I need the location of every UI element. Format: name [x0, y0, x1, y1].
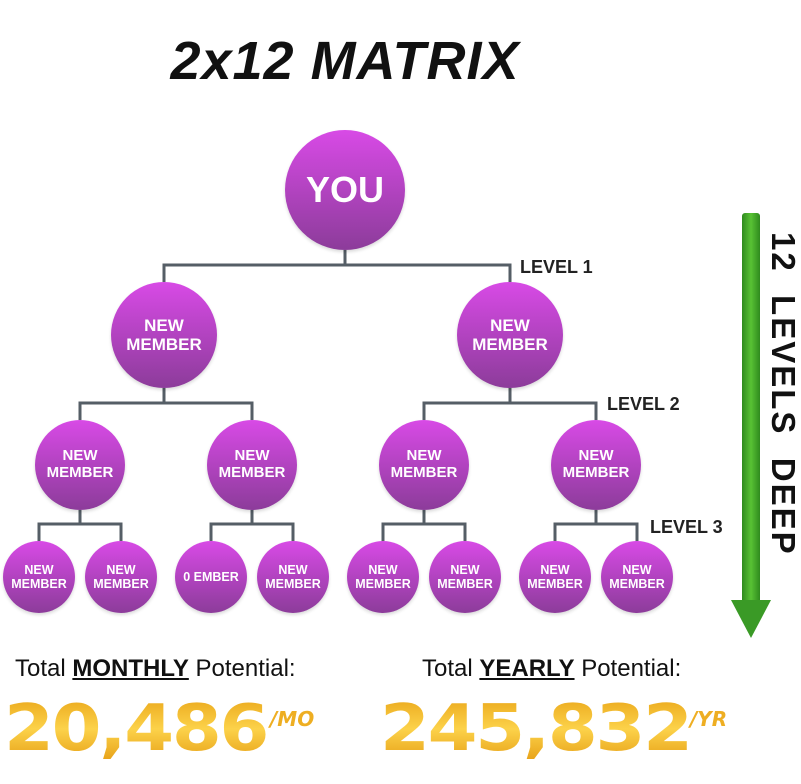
- level-2-label: LEVEL 2: [607, 394, 680, 414]
- yearly-value: 245,832: [380, 692, 693, 766]
- node-level3: NEW MEMBER: [429, 541, 501, 613]
- yearly-suffix: Potential:: [574, 655, 682, 682]
- monthly-value: 20,486: [4, 692, 269, 766]
- monthly-potential-label: Total MONTHLY Potential:: [15, 655, 296, 683]
- node-level2: NEW MEMBER: [551, 420, 641, 510]
- node-level1: NEW MEMBER: [457, 282, 563, 388]
- yearly-emph: YEARLY: [479, 655, 575, 682]
- monthly-prefix: Total: [15, 655, 73, 682]
- node-level3: 0 EMBER: [175, 541, 247, 613]
- depth-label: 12 LEVELS DEEP: [765, 232, 801, 556]
- monthly-unit: /MO: [270, 707, 315, 731]
- down-arrow-icon: [731, 213, 771, 638]
- node-level2: NEW MEMBER: [379, 420, 469, 510]
- monthly-emph: MONTHLY: [72, 655, 189, 682]
- monthly-suffix: Potential:: [188, 655, 296, 682]
- node-level2: NEW MEMBER: [207, 420, 297, 510]
- node-level2: NEW MEMBER: [35, 420, 125, 510]
- yearly-unit: /YR: [690, 707, 728, 731]
- node-level3: NEW MEMBER: [347, 541, 419, 613]
- node-level3: NEW MEMBER: [257, 541, 329, 613]
- page-title: 2x12 MATRIX: [170, 31, 520, 91]
- node-level1: NEW MEMBER: [111, 282, 217, 388]
- node-level3: NEW MEMBER: [601, 541, 673, 613]
- yearly-prefix: Total: [422, 655, 480, 682]
- yearly-potential-label: Total YEARLY Potential:: [422, 655, 681, 683]
- node-you: YOU: [285, 130, 405, 250]
- node-level3: NEW MEMBER: [3, 541, 75, 613]
- level-3-label: LEVEL 3: [650, 517, 723, 537]
- node-level3: NEW MEMBER: [85, 541, 157, 613]
- level-1-label: LEVEL 1: [520, 257, 593, 277]
- node-level3: NEW MEMBER: [519, 541, 591, 613]
